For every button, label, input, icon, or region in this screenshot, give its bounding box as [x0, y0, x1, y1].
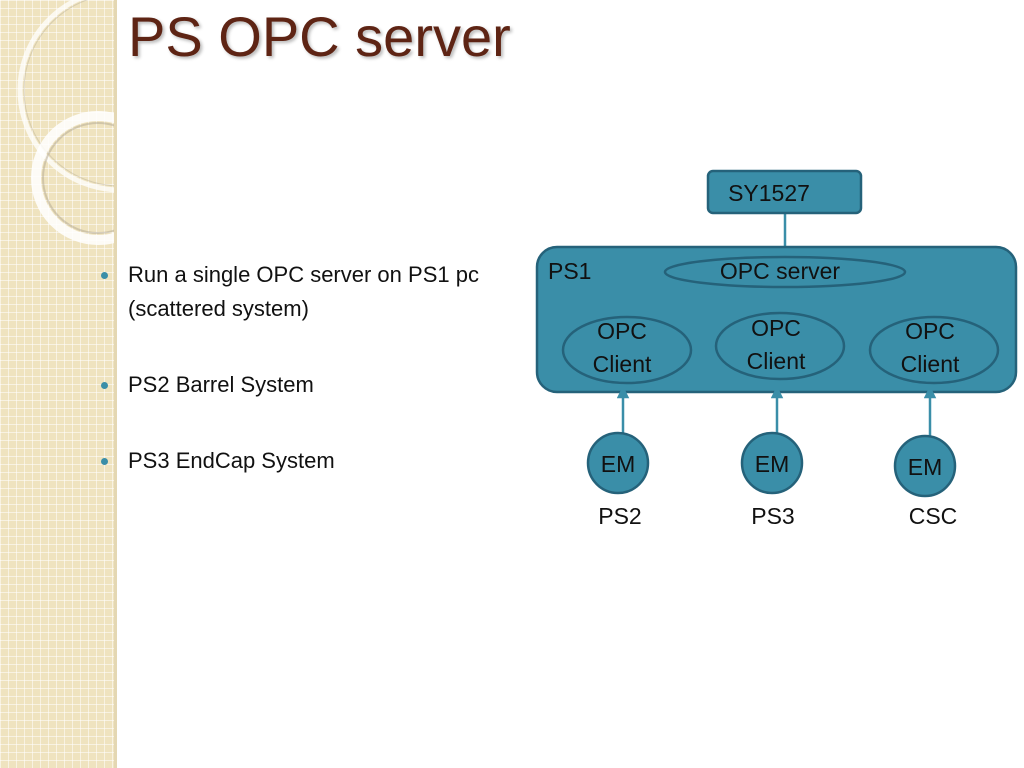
sy1527-box	[706, 169, 863, 215]
opc-client-2-line2: Client	[747, 348, 806, 374]
opc-server-label: OPC server	[720, 258, 840, 284]
opc-client-ellipse-1	[561, 315, 693, 385]
sy1527-label: SY1527	[728, 180, 810, 206]
bullet-icon	[101, 382, 108, 389]
em-node-2	[740, 431, 804, 495]
opc-client-1-line1: OPC	[597, 318, 647, 344]
opc-client-3-line2: Client	[901, 351, 960, 377]
system-label-ps2: PS2	[598, 503, 641, 529]
decorative-circles	[17, 0, 114, 245]
em-node-1	[586, 431, 650, 495]
bullet-list: Run a single OPC server on PS1 pc (scatt…	[100, 258, 490, 478]
bullet-text: Run a single OPC server on PS1 pc (scatt…	[128, 262, 479, 321]
bullet-icon	[101, 272, 108, 279]
decorative-sidebar	[0, 0, 117, 768]
em-label-1: EM	[601, 451, 636, 477]
em-node-3	[893, 434, 957, 498]
bullet-icon	[101, 458, 108, 465]
system-label-ps3: PS3	[751, 503, 794, 529]
opc-client-ellipse-2	[714, 311, 846, 381]
opc-client-2-line1: OPC	[751, 315, 801, 341]
em-label-2: EM	[755, 451, 790, 477]
opc-client-ellipse-3	[868, 315, 1000, 385]
bullet-text: PS3 EndCap System	[128, 448, 335, 473]
opc-client-1-line2: Client	[593, 351, 652, 377]
em-label-3: EM	[908, 454, 943, 480]
bullet-item: PS2 Barrel System	[100, 368, 490, 402]
opc-server-ellipse	[663, 255, 907, 289]
opc-client-3-line1: OPC	[905, 318, 955, 344]
bullet-text: PS2 Barrel System	[128, 372, 314, 397]
bullet-item: PS3 EndCap System	[100, 444, 490, 478]
bullet-item: Run a single OPC server on PS1 pc (scatt…	[100, 258, 490, 326]
ps1-label: PS1	[548, 258, 591, 284]
system-label-csc: CSC	[909, 503, 958, 529]
slide-title: PS OPC server	[128, 5, 511, 68]
